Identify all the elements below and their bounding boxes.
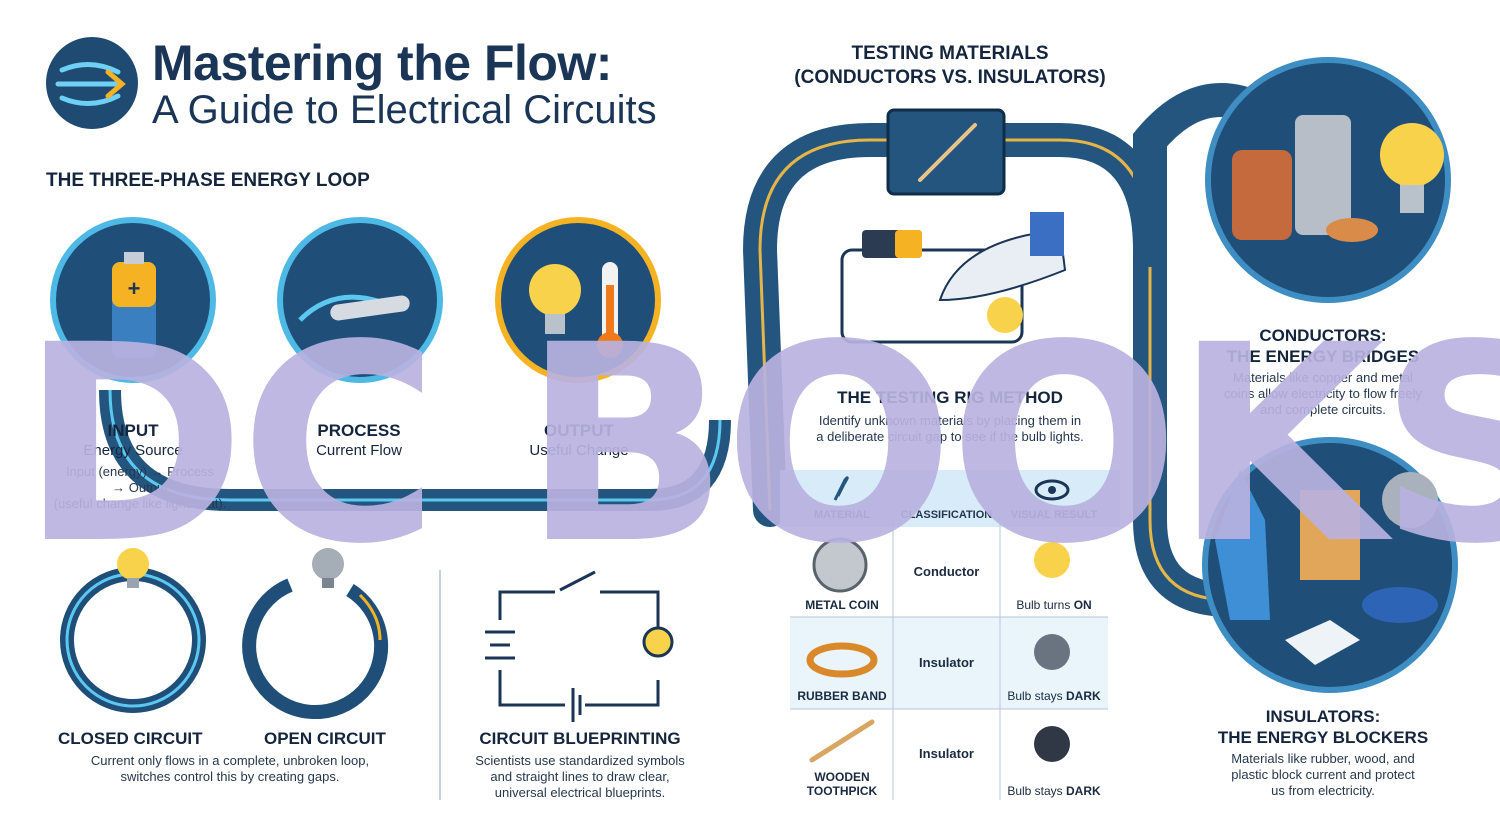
insulators-title: INSULATORS:THE ENERGY BLOCKERS <box>1217 707 1429 747</box>
eye-icon <box>1034 479 1070 501</box>
bulb-thermometer-icon <box>495 217 661 383</box>
table-row-2-result: Bulb stays DARK <box>1007 689 1101 703</box>
conductors-title: CONDUCTORS:THE ENERGY BRIDGES <box>1226 326 1420 366</box>
flow-logo-icon <box>46 37 138 129</box>
rig-title: THE TESTING RIG METHOD <box>837 388 1063 407</box>
process-sub: Current Flow <box>316 442 402 459</box>
energy-loop-track <box>99 389 731 511</box>
conductor-materials-icon <box>1205 57 1451 303</box>
table-header-classification: CLASSIFICATION <box>900 509 993 521</box>
circuit-schematic-icon <box>485 570 674 722</box>
page-subtitle: A Guide to Electrical Circuits <box>152 88 657 132</box>
table-row-2-classification: Insulator <box>919 655 974 670</box>
paperclip-icon <box>833 476 849 501</box>
watermark: DC BOOKS <box>20 288 1500 604</box>
table-header-visual-result: VISUAL RESULT <box>1010 509 1098 521</box>
results-table <box>780 470 1120 800</box>
table-header-material: MATERIAL <box>813 509 870 521</box>
svg-text:+: + <box>128 276 141 301</box>
loop-description: Input (energy) → Process→ Output(useful … <box>53 464 227 511</box>
page-title: Mastering the Flow: <box>152 35 612 91</box>
blueprint-title: CIRCUIT BLUEPRINTING <box>479 729 681 748</box>
table-row-1-result: Bulb turns ON <box>1016 598 1092 612</box>
open-circuit-title: OPEN CIRCUIT <box>264 729 386 748</box>
output-sub: Useful Change <box>529 442 629 459</box>
input-sub: Energy Source <box>83 442 183 459</box>
closed-circuit-title: CLOSED CIRCUIT <box>58 729 203 748</box>
wire-icon <box>277 217 443 383</box>
battery-icon: + <box>50 217 216 383</box>
process-title: PROCESS <box>317 421 401 440</box>
closed-circuit-icon <box>60 548 206 713</box>
table-row-3-result: Bulb stays DARK <box>1007 784 1101 798</box>
open-circuit-icon <box>242 548 389 719</box>
table-row-1-classification: Conductor <box>913 564 980 579</box>
table-row-1-material: METAL COIN <box>805 598 879 612</box>
circuits-description: Current only flows in a complete, unbrok… <box>90 753 370 784</box>
insulator-materials-icon <box>1202 437 1458 693</box>
testing-rig-icon <box>840 108 1067 344</box>
rig-description: Identify unknown materials by placing th… <box>816 413 1084 444</box>
loop-heading: THE THREE-PHASE ENERGY LOOP <box>46 170 370 191</box>
testing-heading: TESTING MATERIALS(CONDUCTORS VS. INSULAT… <box>794 43 1106 88</box>
table-row-3-classification: Insulator <box>919 746 974 761</box>
input-title: INPUT <box>107 421 159 440</box>
output-title: OUTPUT <box>544 421 614 440</box>
table-row-2-material: RUBBER BAND <box>797 689 887 703</box>
